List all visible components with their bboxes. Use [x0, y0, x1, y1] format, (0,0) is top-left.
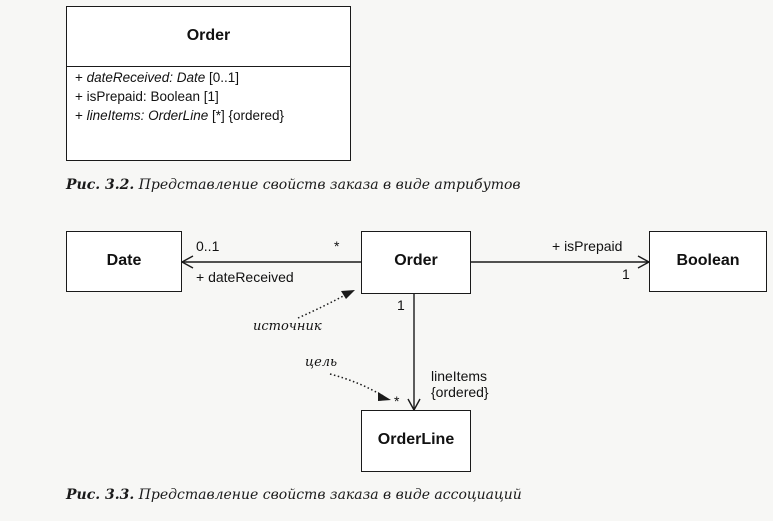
order-attributes-class: Order + dateReceived: Date [0..1] + isPr…: [66, 6, 351, 161]
line-items-role: lineItems: [431, 368, 488, 384]
source-annotation: источник: [253, 319, 322, 334]
caption-text: Представление свойств заказа в виде ассо…: [134, 487, 522, 503]
attr-type: Boolean: [146, 89, 200, 104]
order-date-multiplicity: *: [334, 238, 340, 254]
is-prepaid-role: + isPrepaid: [552, 238, 623, 254]
attr-multiplicity: [*] {ordered}: [208, 108, 285, 123]
attr-type: OrderLine: [144, 108, 209, 123]
attribute-is-prepaid: + isPrepaid: Boolean [1]: [75, 89, 219, 104]
caption-text: Представление свойств заказа в виде атри…: [134, 177, 521, 193]
attr-visibility: +: [75, 89, 87, 104]
source-pointer-head: [341, 290, 355, 299]
attr-multiplicity: [0..1]: [205, 70, 240, 85]
attribute-line-items: + lineItems: OrderLine [*] {ordered}: [75, 108, 284, 123]
date-arrowhead: [180, 255, 194, 269]
date-class: Date: [66, 231, 182, 292]
figure-3-2-caption: Рис. 3.2. Представление свойств заказа в…: [66, 177, 521, 193]
attribute-date-received: + dateReceived: Date [0..1]: [75, 70, 239, 85]
attr-name: lineItems:: [86, 108, 145, 123]
target-pointer-head: [378, 392, 391, 401]
attr-visibility: +: [75, 108, 87, 123]
order-class: Order: [361, 231, 471, 294]
class-name: Order: [394, 252, 438, 269]
attr-visibility: +: [75, 70, 87, 85]
orderline-class: OrderLine: [361, 410, 471, 472]
date-received-role: + dateReceived: [196, 269, 294, 285]
date-multiplicity: 0..1: [196, 238, 220, 254]
class-name: Date: [106, 252, 142, 269]
attr-type: Date: [172, 70, 206, 85]
order-lineitems-multiplicity: 1: [397, 297, 405, 313]
target-annotation: цель: [305, 355, 338, 370]
attr-name: dateReceived:: [86, 70, 173, 85]
caption-number: Рис. 3.2.: [66, 177, 135, 193]
figure-3-3-caption: Рис. 3.3. Представление свойств заказа в…: [66, 487, 522, 503]
class-name: OrderLine: [377, 431, 455, 448]
class-name: Boolean: [676, 252, 740, 269]
caption-number: Рис. 3.3.: [66, 487, 135, 503]
boolean-class: Boolean: [649, 231, 767, 292]
attr-multiplicity: [1]: [199, 89, 219, 104]
source-pointer: [297, 293, 348, 319]
line-items-property: {ordered}: [431, 384, 489, 400]
target-pointer: [329, 373, 384, 397]
attr-name: isPrepaid:: [86, 89, 147, 104]
class-name: Order: [186, 27, 231, 44]
orderline-multiplicity: *: [394, 393, 400, 409]
boolean-multiplicity: 1: [622, 266, 630, 282]
class-divider: [67, 66, 350, 67]
